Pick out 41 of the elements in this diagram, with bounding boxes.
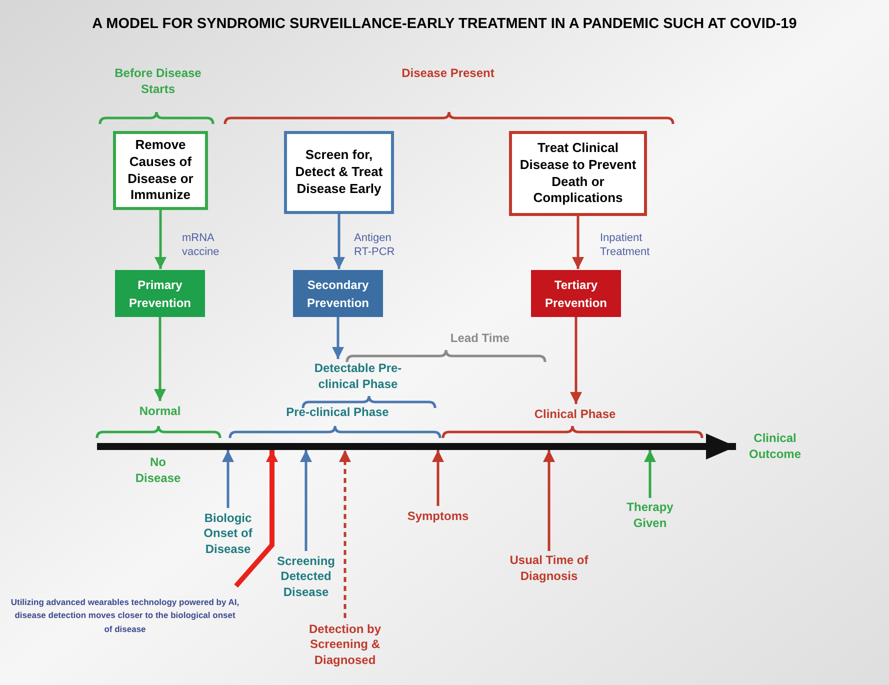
section-label: Before Disease Starts [114, 66, 202, 98]
arrow [300, 450, 312, 551]
arrow [154, 317, 166, 401]
arrow [234, 450, 278, 588]
timeline-label: Usual Time of Diagnosis [495, 553, 603, 585]
arrow [644, 450, 656, 498]
timeline-label: Therapy Given [615, 500, 685, 532]
title: A MODEL FOR SYNDROMIC SURVEILLANCE-EARLY TREATMENT IN A PANDEMIC SUCH AT COVID-19 [91, 15, 798, 34]
timeline-label: Clinical Outcome [740, 432, 810, 462]
phase-label: Clinical Phase [510, 405, 640, 423]
edge-label: mRNA vaccine [182, 231, 220, 260]
arrow [332, 317, 344, 359]
phase-label: Detectable Pre-clinical Phase [299, 360, 417, 394]
timeline-label: Screening Detected Disease [270, 553, 342, 601]
bar [97, 443, 707, 450]
outlined-box: Remove Causes of Disease or Immunize [113, 131, 208, 210]
timeline-arrowhead [706, 434, 736, 460]
timeline-label: Biologic Onset of Disease [190, 510, 266, 558]
section-label: Pre-clinical Phase [285, 405, 390, 421]
arrow [572, 216, 584, 269]
filled-box: Secondary Prevention [293, 270, 383, 317]
edge-label: Antigen RT-PCR [354, 231, 396, 260]
phase-label: Normal [120, 402, 200, 420]
note-text: Utilizing advanced wearables technology powered by AI, disease detection moves closer to the biological onset of disease [10, 588, 240, 644]
arrow [432, 450, 444, 506]
timeline-label: Symptoms [400, 508, 476, 524]
outlined-box: Screen for, Detect & Treat Disease Early [284, 131, 394, 214]
filled-box: Primary Prevention [115, 270, 205, 317]
arrow [333, 214, 345, 269]
section-label: Disease Present [400, 66, 496, 82]
section-label: Lead Time [449, 331, 511, 347]
arrow [570, 317, 582, 404]
section-label: No Disease [134, 455, 182, 486]
arrow [222, 450, 234, 508]
filled-box: Tertiary Prevention [531, 270, 621, 317]
timeline-label: Detection by Screening & Diagnosed [290, 620, 400, 670]
arrow [154, 210, 166, 269]
arrow [339, 450, 351, 618]
edge-label: Inpatient Treatment [600, 231, 651, 260]
arrow [543, 450, 555, 551]
outlined-box: Treat Clinical Disease to Prevent Death or Complications [509, 131, 647, 216]
